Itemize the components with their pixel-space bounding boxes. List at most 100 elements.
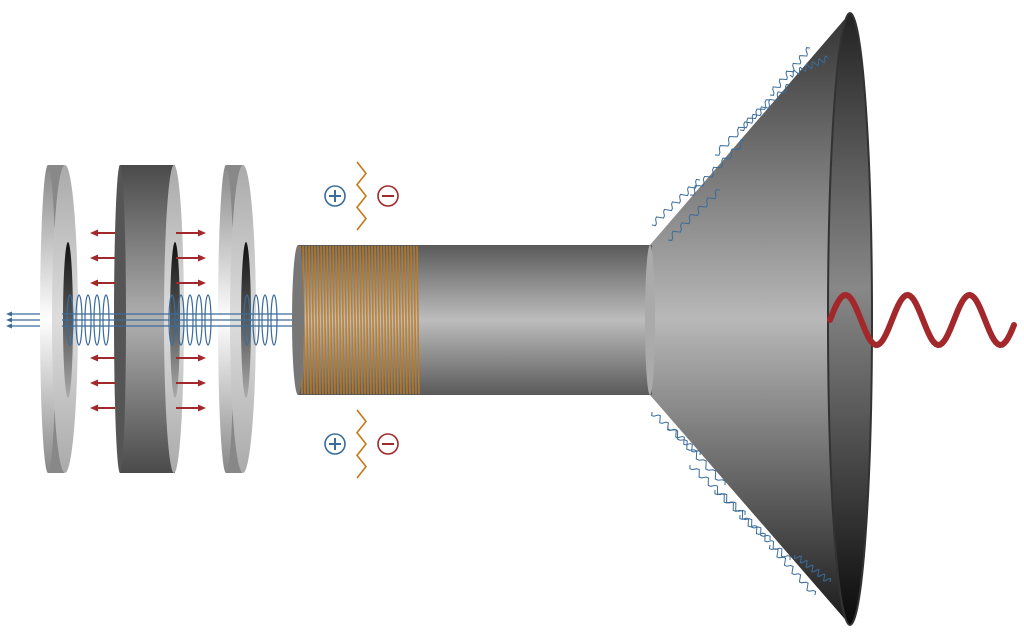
anode-disk-1 bbox=[40, 165, 78, 473]
coil-wind bbox=[350, 245, 354, 395]
coil-wind bbox=[383, 245, 387, 395]
radiation-wavelets bbox=[651, 47, 832, 596]
coil-wind bbox=[365, 245, 369, 395]
wavelet bbox=[789, 55, 829, 78]
arrow-right-icon bbox=[198, 229, 206, 237]
arrow-right-icon bbox=[198, 379, 206, 387]
coil-wind bbox=[407, 245, 411, 395]
coil-wind bbox=[347, 245, 351, 395]
plus-sign bbox=[329, 190, 341, 202]
gyration-ring bbox=[93, 294, 101, 346]
coil-wind bbox=[323, 245, 327, 395]
beam-arrowhead-icon bbox=[6, 311, 12, 317]
plus-sign bbox=[329, 438, 341, 450]
beam-arrowhead-icon bbox=[6, 317, 12, 323]
arrow-right-icon bbox=[198, 254, 206, 262]
coil-wind bbox=[380, 245, 384, 395]
gyration-ring bbox=[270, 294, 278, 346]
gyration-ring bbox=[66, 294, 74, 346]
arrow-left-icon bbox=[90, 404, 98, 412]
coil-wind bbox=[395, 245, 399, 395]
gyration-ring bbox=[168, 294, 176, 346]
coil-wind bbox=[332, 245, 336, 395]
power-supplies bbox=[324, 161, 399, 479]
arrow-left-icon bbox=[90, 254, 98, 262]
cathode-ring bbox=[114, 165, 184, 473]
coil-wind bbox=[329, 245, 333, 395]
tube-joint bbox=[645, 245, 655, 395]
wavelet bbox=[769, 47, 811, 96]
minus-circle-icon bbox=[377, 433, 399, 455]
zigzag-resistor-icon bbox=[355, 161, 368, 231]
coil-end-cap bbox=[292, 245, 304, 395]
output-microwave-wave bbox=[827, 291, 1017, 349]
anode-disk-2 bbox=[218, 165, 256, 473]
wavelet bbox=[689, 464, 746, 516]
wavelet bbox=[739, 514, 791, 561]
arrow-left-icon bbox=[90, 229, 98, 237]
coil-wind bbox=[404, 245, 408, 395]
arrow-right-icon bbox=[198, 354, 206, 362]
coil-wind bbox=[356, 245, 360, 395]
wavelet bbox=[689, 139, 746, 196]
arrow-left-icon bbox=[90, 279, 98, 287]
coil-wind bbox=[305, 245, 309, 395]
coil-wind bbox=[398, 245, 402, 395]
zigzag-resistor-icon bbox=[355, 409, 368, 479]
gyration-ring bbox=[102, 294, 110, 346]
coil-wind bbox=[320, 245, 324, 395]
coil-wind bbox=[353, 245, 357, 395]
gyration-ring bbox=[204, 294, 212, 346]
coil-wind bbox=[377, 245, 381, 395]
wavelet bbox=[793, 554, 832, 583]
wavelet bbox=[651, 411, 701, 456]
coil-wind bbox=[416, 245, 420, 395]
coil-wind bbox=[413, 245, 417, 395]
wavelet bbox=[714, 489, 771, 541]
output-horn-cone bbox=[650, 13, 850, 625]
coil-wind bbox=[311, 245, 315, 395]
wavelet bbox=[739, 83, 791, 132]
gyration-ring bbox=[75, 294, 83, 346]
electron-beam bbox=[6, 294, 292, 346]
wavelet bbox=[667, 189, 721, 241]
gyration-ring bbox=[261, 294, 269, 346]
coil-wind bbox=[338, 245, 342, 395]
coil-wind bbox=[374, 245, 378, 395]
coil-wind bbox=[308, 245, 312, 395]
arrow-right-icon bbox=[198, 404, 206, 412]
gyration-ring bbox=[84, 294, 92, 346]
gyration-ring bbox=[252, 294, 260, 346]
coil-wind bbox=[368, 245, 372, 395]
coil-wind bbox=[344, 245, 348, 395]
electric-field-arrows bbox=[90, 229, 206, 412]
coil-wind bbox=[341, 245, 345, 395]
arrow-left-icon bbox=[90, 379, 98, 387]
cavity-tube bbox=[410, 245, 652, 395]
coil-wind bbox=[314, 245, 318, 395]
coil-wind bbox=[335, 245, 339, 395]
arrow-right-icon bbox=[198, 279, 206, 287]
wavelet bbox=[667, 424, 726, 486]
coil-wind bbox=[401, 245, 405, 395]
gyration-ring bbox=[243, 294, 251, 346]
arrow-left-icon bbox=[90, 354, 98, 362]
coil-wind bbox=[326, 245, 330, 395]
coil-wind bbox=[392, 245, 396, 395]
beam-arrowhead-icon bbox=[6, 323, 12, 329]
coil-wind bbox=[317, 245, 321, 395]
plus-circle-icon bbox=[324, 185, 346, 207]
output-horn-mouth bbox=[827, 12, 873, 626]
coil-wind bbox=[410, 245, 414, 395]
wavelet bbox=[651, 178, 701, 227]
plus-circle-icon bbox=[324, 433, 346, 455]
coil-wind bbox=[371, 245, 375, 395]
gyration-ring bbox=[195, 294, 203, 346]
coil-wind bbox=[359, 245, 363, 395]
coil-wind bbox=[389, 245, 393, 395]
wavelet bbox=[768, 544, 817, 596]
coil-wind bbox=[362, 245, 366, 395]
coil-wind bbox=[386, 245, 390, 395]
minus-circle-icon bbox=[377, 185, 399, 207]
